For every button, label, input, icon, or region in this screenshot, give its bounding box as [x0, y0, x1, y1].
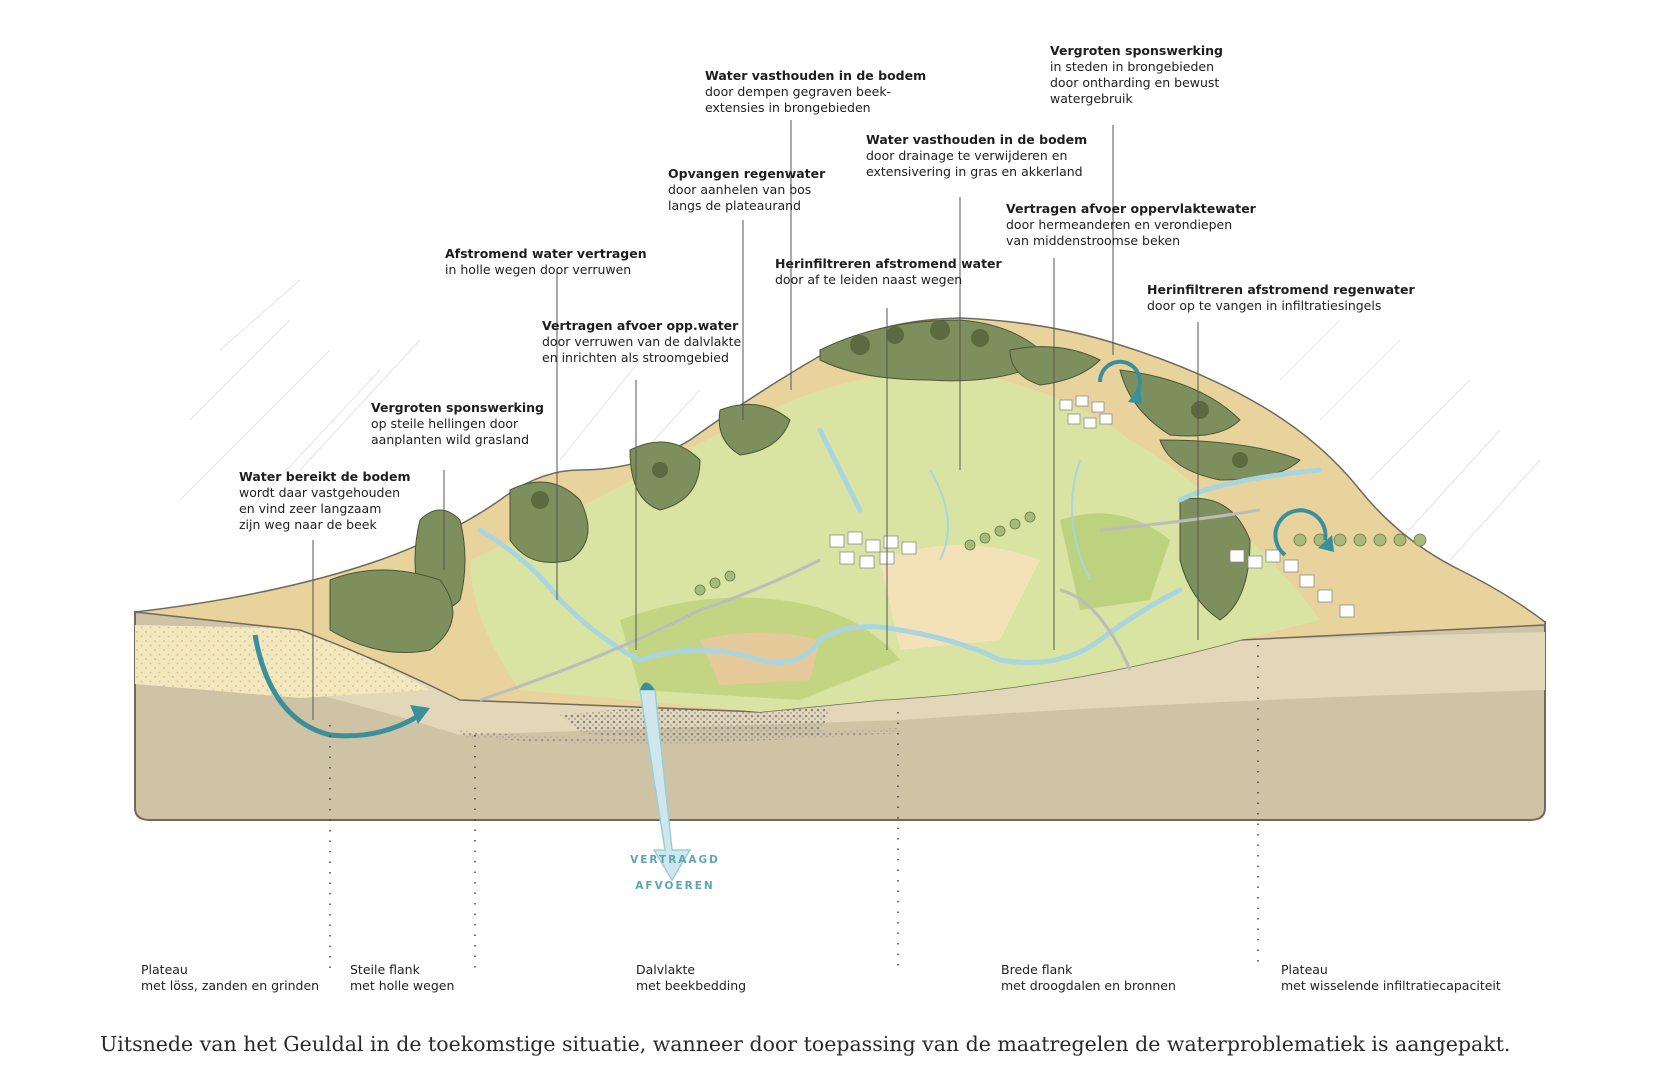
field-patch-2	[1060, 513, 1170, 610]
annotation-opvangen-regenwater: Opvangen regenwater door aanhelen van bo…	[668, 166, 826, 213]
annotation-herinfiltreren-wegen: Herinfiltreren afstromend water door af …	[775, 256, 1002, 287]
leader-lines	[312, 120, 1199, 720]
annotation-sponswerking-hellingen: Vergroten sponswerking op steile helling…	[371, 400, 544, 447]
zone-label-brede-flank: Brede flank met droogdalen en bronnen	[1001, 962, 1176, 993]
streams	[929, 459, 1091, 581]
annotation-vertragen-oppervlaktewater: Vertragen afvoer oppervlaktewater door h…	[1006, 201, 1256, 248]
annotation-vertragen-opp-water: Vertragen afvoer opp.water door verruwen…	[542, 318, 742, 365]
zone-label-dalvlakte: Dalvlakte met beekbedding	[636, 962, 747, 993]
circular-arrow-head-icon	[1128, 385, 1142, 404]
roads	[479, 508, 1261, 702]
figure-caption: Uitsnede van het Geuldal in de toekomsti…	[100, 1032, 1511, 1056]
annotation-water-vasthouden-drainage: Water vasthouden in de bodem door draina…	[866, 132, 1088, 179]
delayed-discharge-label-2: AFVOEREN	[635, 880, 715, 892]
river-inflow-icon	[640, 682, 655, 690]
forests-dark	[531, 320, 1248, 509]
zone-label-steile-flank: Steile flank met holle wegen	[350, 962, 455, 993]
circular-arrow-head-icon-2	[1318, 535, 1334, 552]
tree-rows	[694, 511, 1427, 596]
circular-arrow-icon-2	[1273, 508, 1328, 557]
loess-dots	[135, 625, 430, 698]
rivers	[477, 427, 1323, 665]
gravel-strip	[460, 728, 900, 745]
delayed-discharge-arrow-icon	[639, 689, 692, 882]
zone-label-plateau-west: Plateau met löss, zanden en grinden	[141, 962, 320, 993]
field-patch	[880, 545, 1040, 650]
delayed-discharge-label: VERTRAAGD	[630, 854, 720, 866]
infiltration-arrow-icon	[252, 634, 422, 739]
infiltration-arrow-head-icon	[410, 705, 430, 724]
annotation-herinfiltreren-singels: Herinfiltreren afstromend regenwater doo…	[1147, 282, 1415, 313]
gravel-bed	[560, 705, 830, 740]
annotation-water-bereikt-bodem: Water bereikt de bodem wordt daar vastge…	[239, 469, 411, 532]
zone-separators	[329, 645, 1259, 968]
annotation-sponswerking-steden: Vergroten sponswerking in steden in bron…	[1050, 43, 1223, 106]
villages	[829, 395, 1355, 618]
annotation-water-vasthouden-brongebieden: Water vasthouden in de bodem door dempen…	[705, 68, 927, 115]
zone-label-plateau-east: Plateau met wisselende infiltratiecapaci…	[1281, 962, 1501, 993]
annotation-afstromend-water-vertragen: Afstromend water vertragen in holle wege…	[445, 246, 647, 277]
